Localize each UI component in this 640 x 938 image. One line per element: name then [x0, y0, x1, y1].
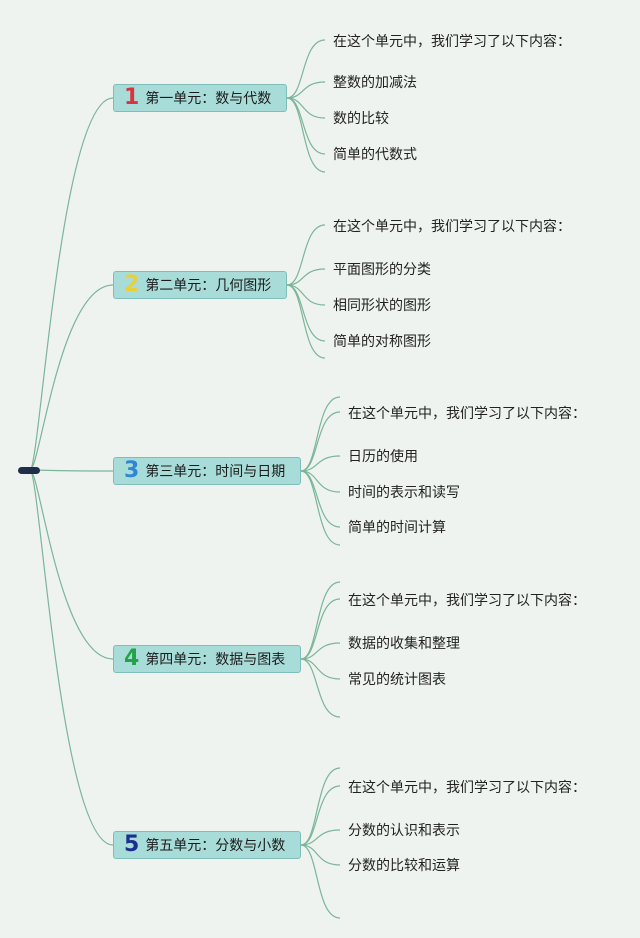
root-node[interactable] — [18, 467, 40, 474]
unit-2-topic: 相同形状的图形 — [333, 298, 431, 314]
leaf-line — [286, 97, 326, 173]
leaf-line — [300, 470, 341, 546]
unit-1-intro: 在这个单元中，我们学习了以下内容： — [333, 34, 571, 50]
leaf-line — [300, 411, 341, 472]
leaf-line — [300, 844, 341, 919]
leaf-line — [300, 785, 341, 846]
branch-line — [29, 469, 114, 472]
unit-3-topic: 日历的使用 — [348, 449, 418, 465]
unit-4-node[interactable]: 4 第四单元：数据与图表 — [113, 645, 301, 673]
unit-title: 第五单元：分数与小数 — [145, 838, 286, 854]
unit-4-intro: 在这个单元中，我们学习了以下内容： — [348, 593, 586, 609]
unit-5-node[interactable]: 5 第五单元：分数与小数 — [113, 831, 301, 859]
unit-5-topic: 分数的认识和表示 — [348, 823, 460, 839]
leaf-line — [286, 224, 326, 286]
unit-number: 2 — [124, 272, 140, 297]
unit-4-topic: 数据的收集和整理 — [348, 636, 460, 652]
branch-line — [29, 284, 114, 471]
unit-title: 第二单元：几何图形 — [145, 278, 272, 294]
leaf-line — [300, 598, 341, 660]
unit-title: 第一单元：数与代数 — [145, 91, 272, 107]
unit-2-intro: 在这个单元中，我们学习了以下内容： — [333, 219, 571, 235]
leaf-line — [286, 268, 326, 286]
unit-number: 4 — [124, 646, 140, 671]
branch-line — [29, 469, 114, 846]
unit-2-topic: 平面图形的分类 — [333, 262, 431, 278]
leaf-line — [300, 829, 341, 846]
unit-3-intro: 在这个单元中，我们学习了以下内容： — [348, 406, 586, 422]
branch-line — [29, 97, 114, 471]
leaf-line — [300, 844, 341, 866]
branch-line — [29, 469, 114, 660]
leaf-line — [300, 658, 341, 718]
unit-number: 3 — [124, 458, 140, 483]
leaf-line — [286, 39, 326, 99]
leaf-line — [300, 470, 341, 493]
unit-title: 第四单元：数据与图表 — [145, 652, 286, 668]
unit-title: 第三单元：时间与日期 — [145, 464, 286, 480]
unit-3-topic: 简单的时间计算 — [348, 520, 446, 536]
unit-1-node[interactable]: 1 第一单元：数与代数 — [113, 84, 287, 112]
unit-5-topic: 分数的比较和运算 — [348, 858, 460, 874]
unit-number: 5 — [124, 832, 140, 857]
unit-2-node[interactable]: 2 第二单元：几何图形 — [113, 271, 287, 299]
unit-2-topic: 简单的对称图形 — [333, 334, 431, 350]
leaf-line — [300, 455, 341, 472]
unit-4-topic: 常见的统计图表 — [348, 672, 446, 688]
unit-1-topic: 数的比较 — [333, 111, 389, 127]
unit-1-topic: 简单的代数式 — [333, 147, 417, 163]
unit-1-topic: 整数的加减法 — [333, 75, 417, 91]
leaf-line — [300, 642, 341, 660]
unit-3-topic: 时间的表示和读写 — [348, 485, 460, 501]
leaf-line — [286, 284, 326, 359]
unit-3-node[interactable]: 3 第三单元：时间与日期 — [113, 457, 301, 485]
leaf-line — [286, 81, 326, 99]
unit-5-intro: 在这个单元中，我们学习了以下内容： — [348, 780, 586, 796]
unit-number: 1 — [124, 85, 140, 110]
